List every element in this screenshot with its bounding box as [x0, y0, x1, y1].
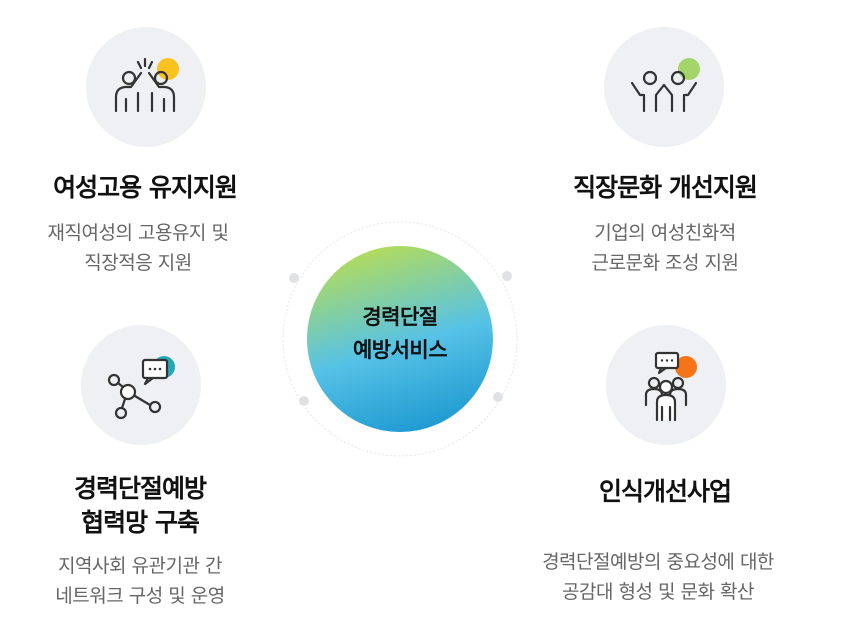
icon-circle-br — [606, 325, 726, 445]
item-title-tl: 여성고용 유지지원 — [0, 168, 290, 204]
title-line: 경력단절예방 — [73, 474, 207, 503]
icon-circle-tl — [86, 27, 206, 147]
desc-line: 공감대 형성 및 문화 확산 — [562, 581, 754, 603]
desc-line: 재직여성의 고용유지 및 — [47, 222, 229, 244]
desc-line: 근로문화 조성 지원 — [591, 252, 739, 274]
title-line: 직장문화 개선지원 — [573, 173, 758, 202]
desc-line: 직장적응 지원 — [84, 252, 192, 274]
item-desc-tl: 재직여성의 고용유지 및 직장적응 지원 — [0, 218, 276, 278]
item-desc-tr: 기업의 여성친화적 근로문화 조성 지원 — [530, 218, 800, 278]
item-title-tr: 직장문화 개선지원 — [530, 168, 800, 204]
orbit-dot — [502, 271, 512, 281]
center-line: 경력단절 — [362, 305, 438, 329]
group-discussion-icon — [644, 351, 697, 422]
high-five-icon — [114, 57, 179, 113]
item-title-br: 인식개선사업 — [530, 472, 800, 508]
desc-line: 네트워크 구성 및 운영 — [55, 585, 225, 607]
orbit-dot — [299, 396, 309, 406]
center-hub: 경력단절 예방서비스 — [282, 221, 518, 457]
item-desc-br: 경력단절예방의 중요성에 대한 공감대 형성 및 문화 확산 — [480, 547, 836, 607]
orbit-ring — [282, 221, 518, 457]
center-line: 예방서비스 — [352, 338, 448, 362]
desc-line: 기업의 여성친화적 — [594, 222, 736, 244]
title-line: 여성고용 유지지원 — [53, 173, 238, 202]
desc-line: 경력단절예방의 중요성에 대한 — [542, 551, 774, 573]
item-desc-bl: 지역사회 유관기관 간 네트워크 구성 및 운영 — [0, 551, 280, 611]
title-line: 협력망 구축 — [81, 508, 200, 537]
network-chat-icon — [107, 356, 175, 420]
center-circle — [307, 246, 493, 432]
orbit-dot — [289, 273, 299, 283]
item-title-bl: 경력단절예방 협력망 구축 — [0, 472, 280, 540]
center-hub-graphic — [282, 221, 518, 457]
icon-circle-tr — [604, 27, 724, 147]
title-line: 인식개선사업 — [598, 477, 732, 506]
cheering-people-icon — [630, 58, 700, 113]
orbit-dot — [493, 392, 503, 402]
center-label: 경력단절 예방서비스 — [282, 301, 518, 367]
icon-circle-bl — [81, 325, 201, 445]
desc-line: 지역사회 유관기관 간 — [58, 555, 222, 577]
